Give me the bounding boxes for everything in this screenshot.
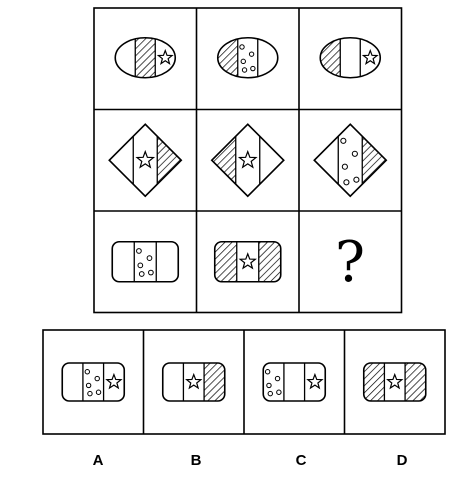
dots-pattern bbox=[136, 248, 154, 277]
star-icon bbox=[135, 149, 156, 169]
option-label-d[interactable]: D bbox=[396, 452, 408, 469]
diamond-outline bbox=[108, 123, 183, 198]
ellipse-outline bbox=[216, 36, 279, 79]
dots-pattern bbox=[84, 369, 102, 397]
diamond-figure bbox=[210, 123, 285, 198]
rounded-rect-figure bbox=[161, 362, 226, 402]
ellipse-outline bbox=[114, 36, 177, 79]
grid-cell-r3-c1 bbox=[111, 240, 180, 283]
star-icon bbox=[238, 252, 257, 270]
option-label-b[interactable]: B bbox=[190, 452, 202, 469]
hatch-band bbox=[204, 363, 225, 401]
dots-pattern bbox=[340, 137, 360, 186]
hatch-band bbox=[135, 37, 156, 78]
rounded-rect-outline bbox=[111, 240, 180, 283]
star-icon bbox=[237, 149, 258, 169]
grid-border bbox=[93, 7, 403, 314]
ellipse-outline bbox=[319, 36, 382, 79]
rounded-rect-figure bbox=[111, 240, 180, 283]
puzzle-cells bbox=[108, 36, 388, 283]
ellipse-figure bbox=[114, 36, 177, 79]
option-c[interactable] bbox=[262, 361, 327, 403]
grid-cell-r1-c2 bbox=[216, 36, 279, 79]
star-icon bbox=[156, 48, 174, 65]
dots-pattern bbox=[239, 44, 256, 73]
rounded-rect-figure bbox=[61, 362, 126, 402]
option-b[interactable] bbox=[161, 361, 226, 403]
grid-cell-r2-c2 bbox=[210, 123, 285, 198]
diamond-figure bbox=[108, 123, 183, 198]
grid-cell-r1-c1 bbox=[114, 36, 177, 79]
puzzle-grid bbox=[93, 7, 403, 314]
diamond-outline bbox=[210, 123, 285, 198]
option-a[interactable] bbox=[61, 361, 126, 403]
diamond-figure bbox=[313, 123, 388, 198]
hatch-band bbox=[157, 124, 182, 197]
options-row bbox=[42, 329, 446, 435]
rounded-rect-outline bbox=[61, 362, 126, 402]
rounded-rect-outline bbox=[161, 362, 226, 402]
grid-cell-r2-c3 bbox=[313, 123, 388, 198]
diamond-outline bbox=[313, 123, 388, 198]
star-icon bbox=[105, 372, 123, 390]
star-icon bbox=[361, 48, 379, 65]
hatch-band bbox=[214, 241, 237, 282]
ellipse-figure bbox=[319, 36, 382, 79]
hatch-band bbox=[405, 363, 426, 401]
rounded-rect-figure bbox=[362, 362, 427, 402]
star-icon bbox=[386, 372, 404, 390]
missing-cell-question-mark[interactable]: ? bbox=[334, 230, 366, 295]
grid-cell-r1-c3 bbox=[319, 36, 382, 79]
ellipse-figure bbox=[216, 36, 279, 79]
rounded-rect-outline bbox=[362, 362, 427, 402]
rounded-rect-figure bbox=[213, 240, 282, 283]
star-icon bbox=[306, 372, 324, 390]
option-d[interactable] bbox=[362, 361, 427, 403]
dots-pattern bbox=[264, 369, 282, 397]
grid-cell-r2-c1 bbox=[108, 123, 183, 198]
hatch-band bbox=[211, 124, 236, 197]
hatch-band bbox=[258, 241, 281, 282]
hatch-band bbox=[362, 124, 387, 197]
rounded-rect-outline bbox=[213, 240, 282, 283]
rounded-rect-outline bbox=[262, 362, 327, 402]
rounded-rect-figure bbox=[262, 362, 327, 402]
star-icon bbox=[185, 372, 203, 390]
option-label-a[interactable]: A bbox=[92, 452, 104, 469]
option-label-c[interactable]: C bbox=[295, 452, 307, 469]
hatch-band bbox=[363, 363, 385, 401]
grid-cell-r3-c2 bbox=[213, 240, 282, 283]
